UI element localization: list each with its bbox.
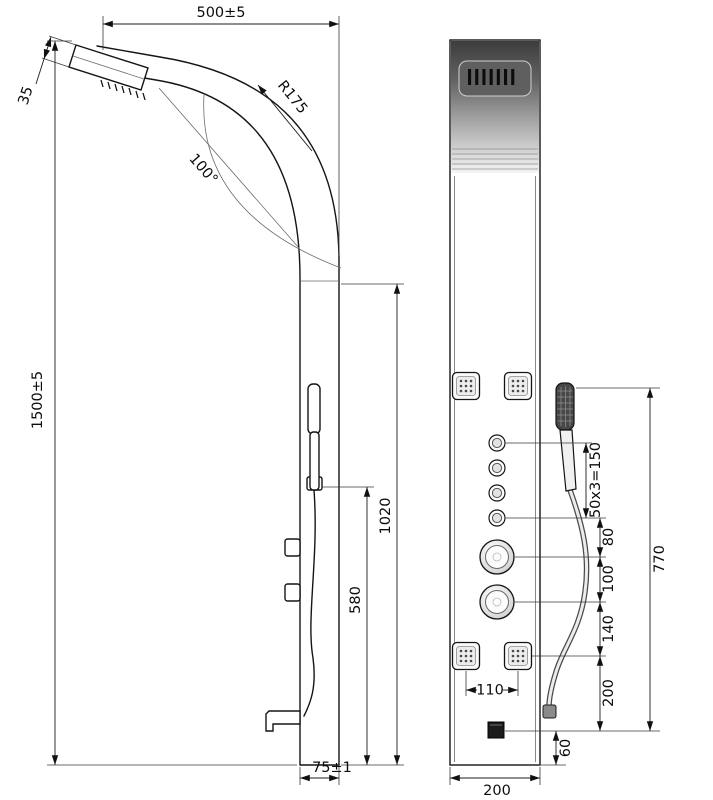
dim-1020: 1020 xyxy=(341,283,404,766)
handshower-head-side xyxy=(307,383,321,435)
handshower-head-front xyxy=(555,382,575,431)
dim-label-110: 110 xyxy=(476,683,504,699)
dim-label-200-right: 200 xyxy=(601,679,617,707)
dim-label-580: 580 xyxy=(348,586,364,614)
dim-label-1500: 1500±5 xyxy=(30,371,46,429)
front-view-dimensions: 50x3=150 80 100 140 200 770 xyxy=(449,387,668,799)
dim-radius-r175: R175 xyxy=(257,78,313,152)
dim-35: 35 xyxy=(16,35,77,107)
handshower-handle-side xyxy=(309,431,320,491)
hose-front-inner xyxy=(547,488,589,709)
radius-leader-line xyxy=(257,84,313,152)
spray-teeth xyxy=(100,79,146,101)
dim-140: 140 xyxy=(532,602,617,657)
body-jet-top-left xyxy=(451,371,481,401)
mini-knob-2 xyxy=(488,459,506,477)
dim-580: 580 xyxy=(322,486,374,765)
dim-label-1020: 1020 xyxy=(378,498,394,535)
dim-label-200-bottom: 200 xyxy=(483,783,511,799)
shower-head-detail-line xyxy=(72,55,145,80)
dim-500: 500±5 xyxy=(102,5,340,256)
ext-line xyxy=(41,57,70,68)
hose-connector xyxy=(542,704,557,719)
mini-knob-1 xyxy=(488,434,506,452)
knob-side-lower xyxy=(284,583,301,602)
dim-60: 60 xyxy=(541,731,574,766)
body-jet-bottom-right xyxy=(503,641,533,671)
dim-1500: 1500±5 xyxy=(30,40,297,766)
handshower-handle-front xyxy=(559,429,577,492)
handshower-face-grid xyxy=(557,386,573,427)
grille-bars xyxy=(468,69,515,85)
mini-knob-3 xyxy=(488,484,506,502)
hose-side xyxy=(303,489,316,717)
control-knob-lower xyxy=(479,584,515,620)
dim-angle-100: 100° xyxy=(158,87,342,269)
dim-label-100: 100 xyxy=(601,565,617,593)
dim-100: 100 xyxy=(515,557,617,603)
dim-200-right: 200 xyxy=(505,656,660,732)
dim-line xyxy=(43,36,52,60)
dim-80: 80 xyxy=(515,518,617,558)
control-knob-upper xyxy=(479,539,515,575)
spout-side xyxy=(265,710,301,732)
front-view xyxy=(449,39,590,766)
dim-label-angle: 100° xyxy=(186,151,221,188)
body-jet-bottom-left xyxy=(451,641,481,671)
arm-outer-edge xyxy=(96,45,340,766)
dim-label-35: 35 xyxy=(16,85,37,107)
body-jet-top-right xyxy=(503,371,533,401)
arm-inner-edge xyxy=(91,68,301,766)
knob-side-upper xyxy=(284,538,301,557)
dim-200-bottom: 200 xyxy=(449,767,541,799)
dim-label-50x3: 50x3=150 xyxy=(588,442,604,518)
mini-knob-4 xyxy=(488,509,506,527)
ext-line xyxy=(48,35,77,46)
dim-label-140: 140 xyxy=(601,615,617,643)
handheld-shower xyxy=(542,382,590,719)
dim-50x3-150: 50x3=150 xyxy=(506,442,606,519)
angle-arc xyxy=(203,94,342,269)
water-outlet xyxy=(487,721,505,739)
dim-label-80: 80 xyxy=(601,528,617,546)
dim-label-60: 60 xyxy=(558,739,574,757)
angle-chord-line xyxy=(158,87,300,249)
side-view-dimensions: 500±5 35 1500±5 1020 580 xyxy=(16,5,404,785)
dim-110: 110 xyxy=(465,671,519,699)
dim-label-770: 770 xyxy=(652,545,668,573)
dim-line-tail xyxy=(35,58,45,85)
dim-770: 770 xyxy=(576,387,668,731)
dim-label-75: 75±1 xyxy=(312,760,352,776)
side-view xyxy=(68,44,340,766)
dim-label-500: 500±5 xyxy=(196,5,245,21)
reflection-band-lines xyxy=(452,148,538,170)
dim-75: 75±1 xyxy=(299,760,352,785)
